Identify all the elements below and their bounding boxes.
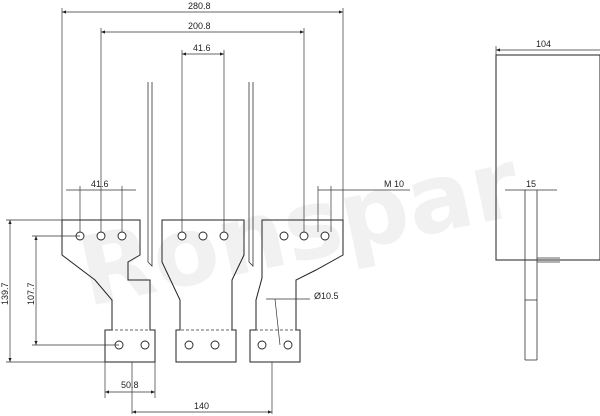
hole-center-pad-2 bbox=[210, 340, 220, 350]
hole-left-3 bbox=[117, 231, 127, 241]
hole-right-pad-1 bbox=[257, 340, 267, 350]
dimension-left: 41.6 bbox=[66, 179, 136, 232]
dimension-side-depth: 104 bbox=[495, 39, 600, 55]
dim-label-height-total: 139.7 bbox=[0, 282, 10, 305]
dimension-inner: 200.8 bbox=[100, 21, 305, 232]
busbar-center bbox=[161, 219, 245, 363]
dimension-pitch: 140 bbox=[131, 362, 273, 414]
hole-center-2 bbox=[198, 231, 208, 241]
hole-left-2 bbox=[96, 231, 106, 241]
dim-label-left: 41.6 bbox=[91, 179, 109, 189]
dimension-height-lower: 107.7 bbox=[26, 235, 119, 346]
dim-label-pad: 50.8 bbox=[121, 380, 139, 390]
dim-label-thread: M 10 bbox=[384, 179, 404, 189]
dim-label-side-depth: 104 bbox=[536, 39, 551, 49]
hole-left-pad-2 bbox=[140, 340, 150, 350]
dim-label-pitch: 140 bbox=[194, 401, 209, 411]
dimension-height-total: 139.7 bbox=[0, 219, 105, 363]
hole-right-pad-2 bbox=[283, 340, 293, 350]
watermark-text: Ronspar bbox=[69, 127, 529, 329]
dimension-center: 41.6 bbox=[181, 43, 225, 232]
dimension-hole: Ø10.5 bbox=[266, 291, 339, 346]
dim-label-center: 41.6 bbox=[193, 43, 211, 53]
hole-right-3 bbox=[320, 231, 330, 241]
dimension-overall: 280.8 bbox=[61, 1, 344, 220]
sense-pins bbox=[147, 82, 254, 267]
hole-center-1 bbox=[177, 231, 187, 241]
dimension-thread: M 10 bbox=[317, 179, 410, 232]
dim-label-height-lower: 107.7 bbox=[26, 282, 36, 305]
dimension-pad: 50.8 bbox=[104, 362, 156, 398]
hole-center-3 bbox=[219, 231, 229, 241]
hole-right-2 bbox=[299, 231, 309, 241]
dim-label-hole: Ø10.5 bbox=[314, 291, 339, 301]
side-view bbox=[495, 54, 600, 361]
dim-label-overall: 280.8 bbox=[188, 1, 211, 11]
dim-label-side-thickness: 15 bbox=[526, 179, 536, 189]
hole-center-pad-1 bbox=[184, 340, 194, 350]
dim-label-inner: 200.8 bbox=[188, 21, 211, 31]
dimension-side-thickness: 15 bbox=[505, 179, 557, 191]
hole-right-1 bbox=[279, 231, 289, 241]
